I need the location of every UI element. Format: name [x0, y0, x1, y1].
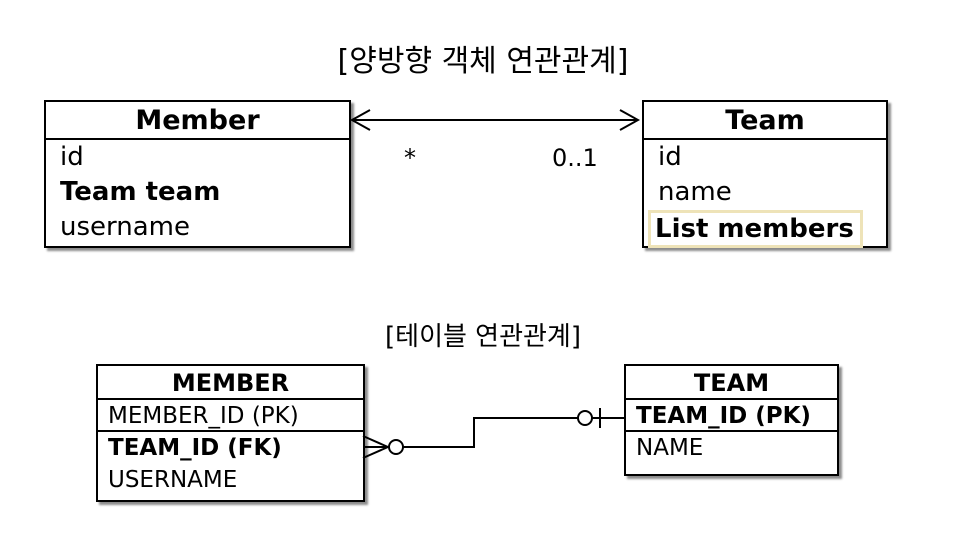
- member-table-username-column: USERNAME: [108, 467, 238, 493]
- team-field-id: id: [658, 142, 682, 172]
- member-field-team: Team team: [60, 177, 221, 207]
- team-field-members-highlighted: List members: [648, 210, 863, 248]
- team-table-box: TEAM TEAM_ID (PK) NAME: [624, 364, 839, 476]
- member-class-box: Member id Team team username: [44, 100, 351, 248]
- member-table-fk-column: TEAM_ID (FK): [108, 435, 282, 461]
- table-model-title: [테이블 연관관계]: [385, 322, 581, 352]
- team-multiplicity: 0..1: [552, 144, 598, 172]
- team-table-name-column: NAME: [636, 435, 704, 461]
- member-class-name: Member: [46, 102, 349, 140]
- team-field-name: name: [658, 177, 732, 207]
- team-table-pk-column: TEAM_ID (PK): [626, 400, 837, 432]
- member-multiplicity: *: [404, 144, 416, 172]
- team-class-box: Team id name List members: [642, 100, 888, 248]
- zero-or-one-circle: [577, 410, 593, 426]
- member-table-pk-column: MEMBER_ID (PK): [98, 400, 363, 432]
- team-table-name: TEAM: [626, 366, 837, 400]
- member-field-id: id: [60, 142, 84, 172]
- member-field-username: username: [60, 212, 190, 242]
- bidirectional-association-arrow: [349, 109, 641, 131]
- team-class-name: Team: [644, 102, 886, 140]
- zero-or-many-circle: [388, 439, 404, 455]
- member-table-name: MEMBER: [98, 366, 363, 400]
- member-table-box: MEMBER MEMBER_ID (PK) TEAM_ID (FK) USERN…: [96, 364, 365, 502]
- er-relationship-line: [362, 417, 624, 459]
- object-model-title: [양방향 객체 연관관계]: [337, 44, 629, 79]
